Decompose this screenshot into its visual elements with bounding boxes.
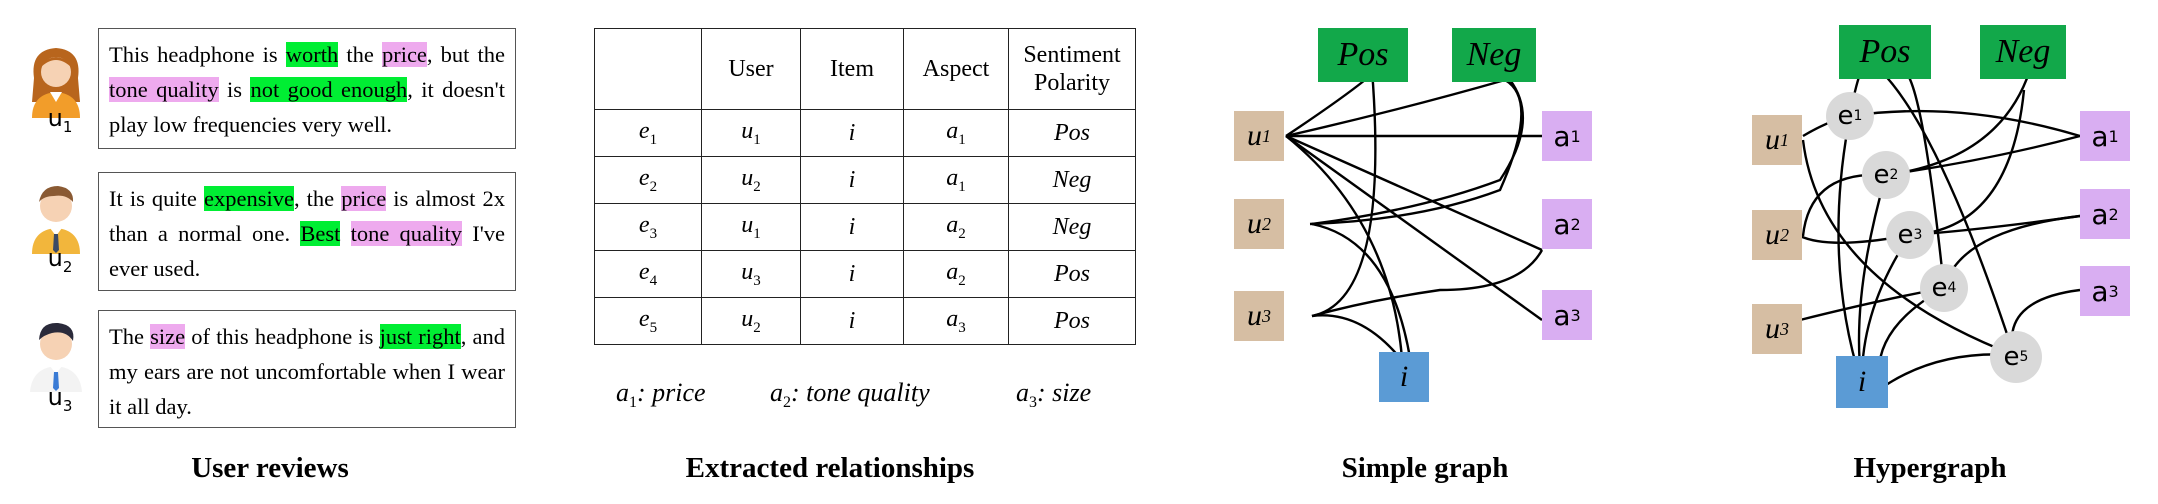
caption-hypergraph: Hypergraph [1853, 452, 2007, 484]
review-text: I've ever used. [109, 221, 505, 281]
sentiment-highlight: Best [300, 221, 341, 246]
review-text: The [109, 324, 151, 349]
legend-aspect-3: a3: size [1016, 378, 1092, 412]
header-cell-sentiment: Sentiment Polarity [1008, 28, 1136, 110]
table-cell: Pos [1008, 109, 1136, 157]
simple-item-node: i [1379, 352, 1429, 402]
table-cell: e1 [594, 109, 702, 157]
table-cell: i [800, 250, 904, 298]
review-text: the [338, 42, 382, 67]
sentiment-highlight: worth [285, 42, 339, 67]
legend-aspect-2: a2: tone quality [770, 378, 930, 412]
table-cell: u1 [701, 109, 801, 157]
table-cell: a2 [903, 203, 1009, 251]
review-text: is [218, 77, 251, 102]
aspect-highlight: price [341, 186, 387, 211]
user-label-3: u3 [47, 383, 73, 415]
table-cell: u2 [701, 156, 801, 204]
aspect-highlight: size [150, 324, 186, 349]
hyper-pos-node: Pos [1839, 25, 1931, 79]
review-3: The size of this headphone is just right… [98, 310, 516, 428]
sentiment-highlight: not good enough [250, 77, 408, 102]
user-avatar-3-icon [30, 322, 82, 392]
table-cell: Neg [1008, 203, 1136, 251]
review-2: It is quite expensive, the price is almo… [98, 172, 516, 291]
review-text: , the [293, 186, 342, 211]
user-avatar-2-icon [32, 186, 80, 254]
sentiment-highlight: just right [379, 324, 461, 349]
simple-neg-node: Neg [1452, 28, 1536, 82]
table-cell: Neg [1008, 156, 1136, 204]
table-cell: e3 [594, 203, 702, 251]
table-cell: u2 [701, 297, 801, 345]
relations-panel: Extracted relationships [560, 0, 1180, 504]
caption-simple-graph: Simple graph [1341, 452, 1509, 484]
reviews-panel: u1 u2 u3 This headphone is worth the pri… [0, 0, 540, 504]
hyper-item-node: i [1836, 356, 1888, 408]
table-cell: Pos [1008, 297, 1136, 345]
user-label-1: u1 [47, 104, 73, 136]
aspect-highlight: price [381, 42, 427, 67]
aspect-highlight: tone quality [350, 221, 463, 246]
simple-pos-node: Pos [1318, 28, 1408, 82]
table-cell: e5 [594, 297, 702, 345]
review-text: It is quite [109, 186, 204, 211]
table-cell: Pos [1008, 250, 1136, 298]
user-label-2: u2 [47, 244, 73, 276]
review-1: This headphone is worth the price, but t… [98, 28, 516, 149]
review-text: , it doesn't play low frequencies very w… [109, 77, 505, 137]
header-cell-item: Item [800, 28, 904, 110]
aspect-highlight: tone quality [109, 77, 219, 102]
review-text: is almost 2x than a normal one. [109, 186, 505, 246]
legend-aspect-1: a1: price [616, 378, 706, 412]
user-avatar-1-icon [32, 48, 80, 118]
review-text: of this headphone is [185, 324, 380, 349]
review-text: This headphone is [109, 42, 286, 67]
header-cell-aspect: Aspect [903, 28, 1009, 110]
review-text: , but the [426, 42, 505, 67]
table-cell: i [800, 203, 904, 251]
caption-extracted-relationships: Extracted relationships [685, 452, 975, 484]
table-cell: a1 [903, 156, 1009, 204]
sentiment-highlight: expensive [204, 186, 294, 211]
table-header-row: User Item Aspect Sentiment Polarity [594, 28, 1136, 110]
review-text: , and my ears are not uncomfortable when… [109, 324, 505, 419]
hyper-neg-node: Neg [1980, 25, 2066, 79]
caption-user-reviews: User reviews [191, 452, 349, 484]
